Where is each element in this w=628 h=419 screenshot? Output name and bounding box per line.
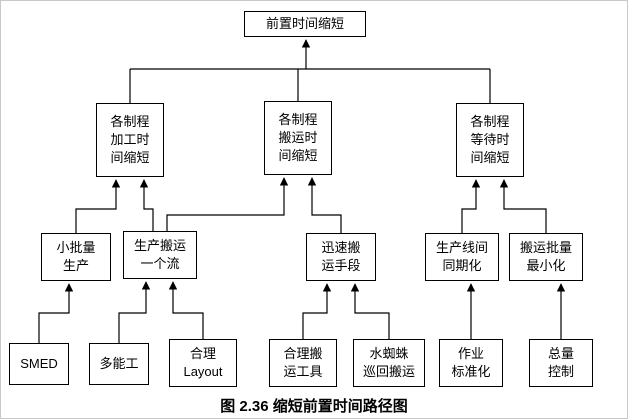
figure-caption: 图 2.36 缩短前置时间路径图 (220, 398, 408, 415)
edge-small-batch-to-processing (75, 179, 121, 233)
edge-line-sync-to-waiting (461, 179, 481, 233)
node-rapid-transport-means: 迅速搬 运手段 (306, 233, 376, 281)
edge-smed-to-small-batch (38, 283, 74, 343)
node-transport-time-reduction: 各制程 搬运时 间缩短 (264, 101, 332, 175)
node-lead-time-reduction: 前置时间缩短 (244, 11, 366, 37)
node-processing-time-reduction: 各制程 加工时 间缩短 (96, 103, 164, 177)
node-small-batch-production: 小批量 生产 (41, 233, 111, 281)
node-one-piece-flow: 生产搬运 一个流 (123, 231, 197, 279)
edge-multi-skill-to-one-piece-flow (118, 281, 151, 343)
edge-one-piece-flow-to-transport (166, 177, 289, 231)
edge-water-spider-to-rapid-transport (350, 283, 390, 339)
edge-rapid-transport-to-transport (307, 177, 342, 233)
node-rational-layout: 合理 Layout (169, 339, 237, 387)
node-smed: SMED (9, 343, 69, 385)
edge-one-piece-flow-to-processing (139, 179, 154, 231)
edge-transport-tools-to-rapid-transport (302, 283, 332, 339)
node-line-synchronization: 生产线间 同期化 (425, 233, 499, 281)
node-work-standardization: 作业 标准化 (439, 339, 503, 387)
node-transport-batch-minimization: 搬运批量 最小化 (509, 233, 583, 281)
node-rational-transport-tools: 合理搬 运工具 (269, 339, 337, 387)
edge-layout-to-one-piece-flow (168, 281, 204, 339)
node-waiting-time-reduction: 各制程 等待时 间缩短 (456, 103, 524, 177)
edge-batch-min-to-waiting (499, 179, 547, 233)
node-multi-skilled-workers: 多能工 (89, 343, 149, 385)
node-total-quantity-control: 总量 控制 (529, 339, 593, 387)
node-water-spider-transport: 水蜘蛛 巡回搬运 (353, 339, 425, 387)
